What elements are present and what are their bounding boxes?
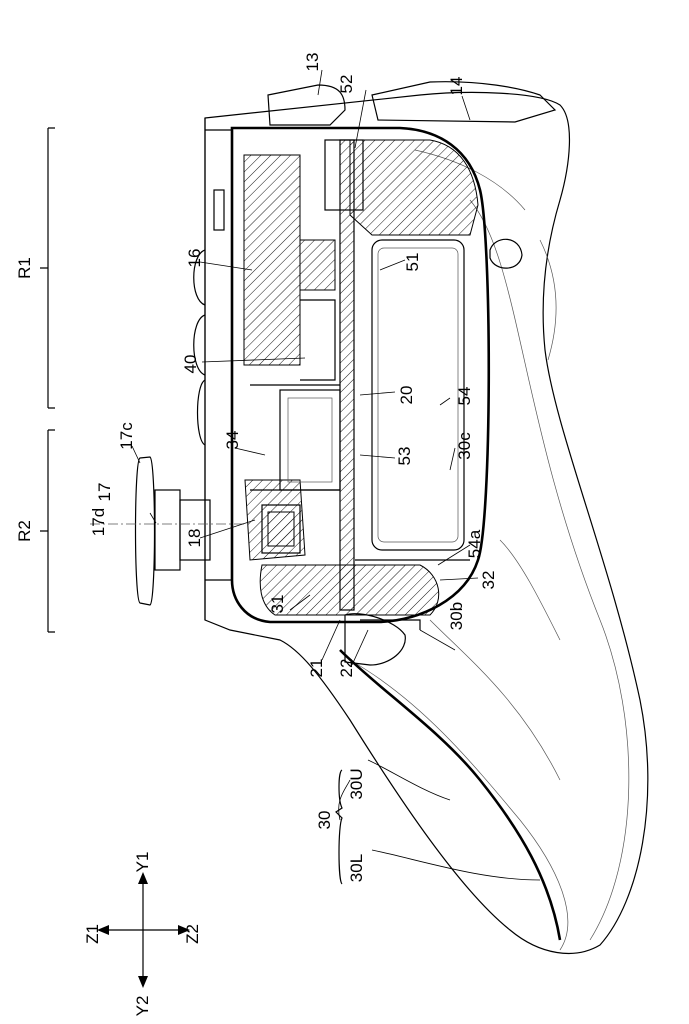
direction-indicator: Y1 Y2 Z1 Z2 — [83, 852, 202, 1017]
reference-numerals: 13 52 14 16 40 51 20 54 30c 53 34 17c 17… — [89, 53, 498, 885]
housing-seam-line — [339, 649, 562, 941]
label-16: 16 — [185, 249, 204, 268]
label-53: 53 — [395, 447, 414, 466]
label-20: 20 — [397, 386, 416, 405]
rear-button — [344, 613, 406, 666]
label-13: 13 — [303, 53, 322, 72]
label-52: 52 — [337, 75, 356, 94]
leader-lines — [131, 69, 541, 881]
label-54: 54 — [455, 387, 474, 406]
axis-z2-label: Z2 — [183, 924, 202, 944]
internal-cutaway — [230, 126, 491, 630]
label-22: 22 — [337, 659, 356, 678]
region-label-r2: R2 — [15, 520, 34, 542]
label-31: 31 — [268, 595, 287, 614]
label-18: 18 — [185, 529, 204, 548]
label-40: 40 — [181, 355, 200, 374]
label-30L: 30L — [347, 854, 366, 882]
label-32: 32 — [479, 571, 498, 590]
axis-y1-label: Y1 — [133, 852, 152, 873]
label-30b: 30b — [447, 602, 466, 630]
label-54a: 54a — [465, 529, 484, 558]
label-17c: 17c — [117, 422, 136, 450]
label-30c: 30c — [455, 432, 474, 460]
label-51: 51 — [403, 253, 422, 272]
label-17d: 17d — [89, 508, 108, 536]
label-17: 17 — [95, 483, 114, 502]
region-brackets — [40, 127, 55, 633]
label-14: 14 — [447, 77, 466, 96]
label-34: 34 — [223, 431, 242, 450]
triggers — [267, 81, 557, 269]
label-30-brace — [335, 769, 343, 885]
label-30U: 30U — [347, 768, 366, 799]
top-buttons — [193, 129, 233, 581]
analog-stick — [90, 456, 250, 606]
region-label-r1: R1 — [15, 257, 34, 279]
axis-z1-label: Z1 — [83, 924, 102, 944]
label-21: 21 — [307, 659, 326, 678]
controller-body — [204, 91, 649, 955]
axis-y2-label: Y2 — [133, 996, 152, 1017]
label-30: 30 — [315, 811, 334, 830]
